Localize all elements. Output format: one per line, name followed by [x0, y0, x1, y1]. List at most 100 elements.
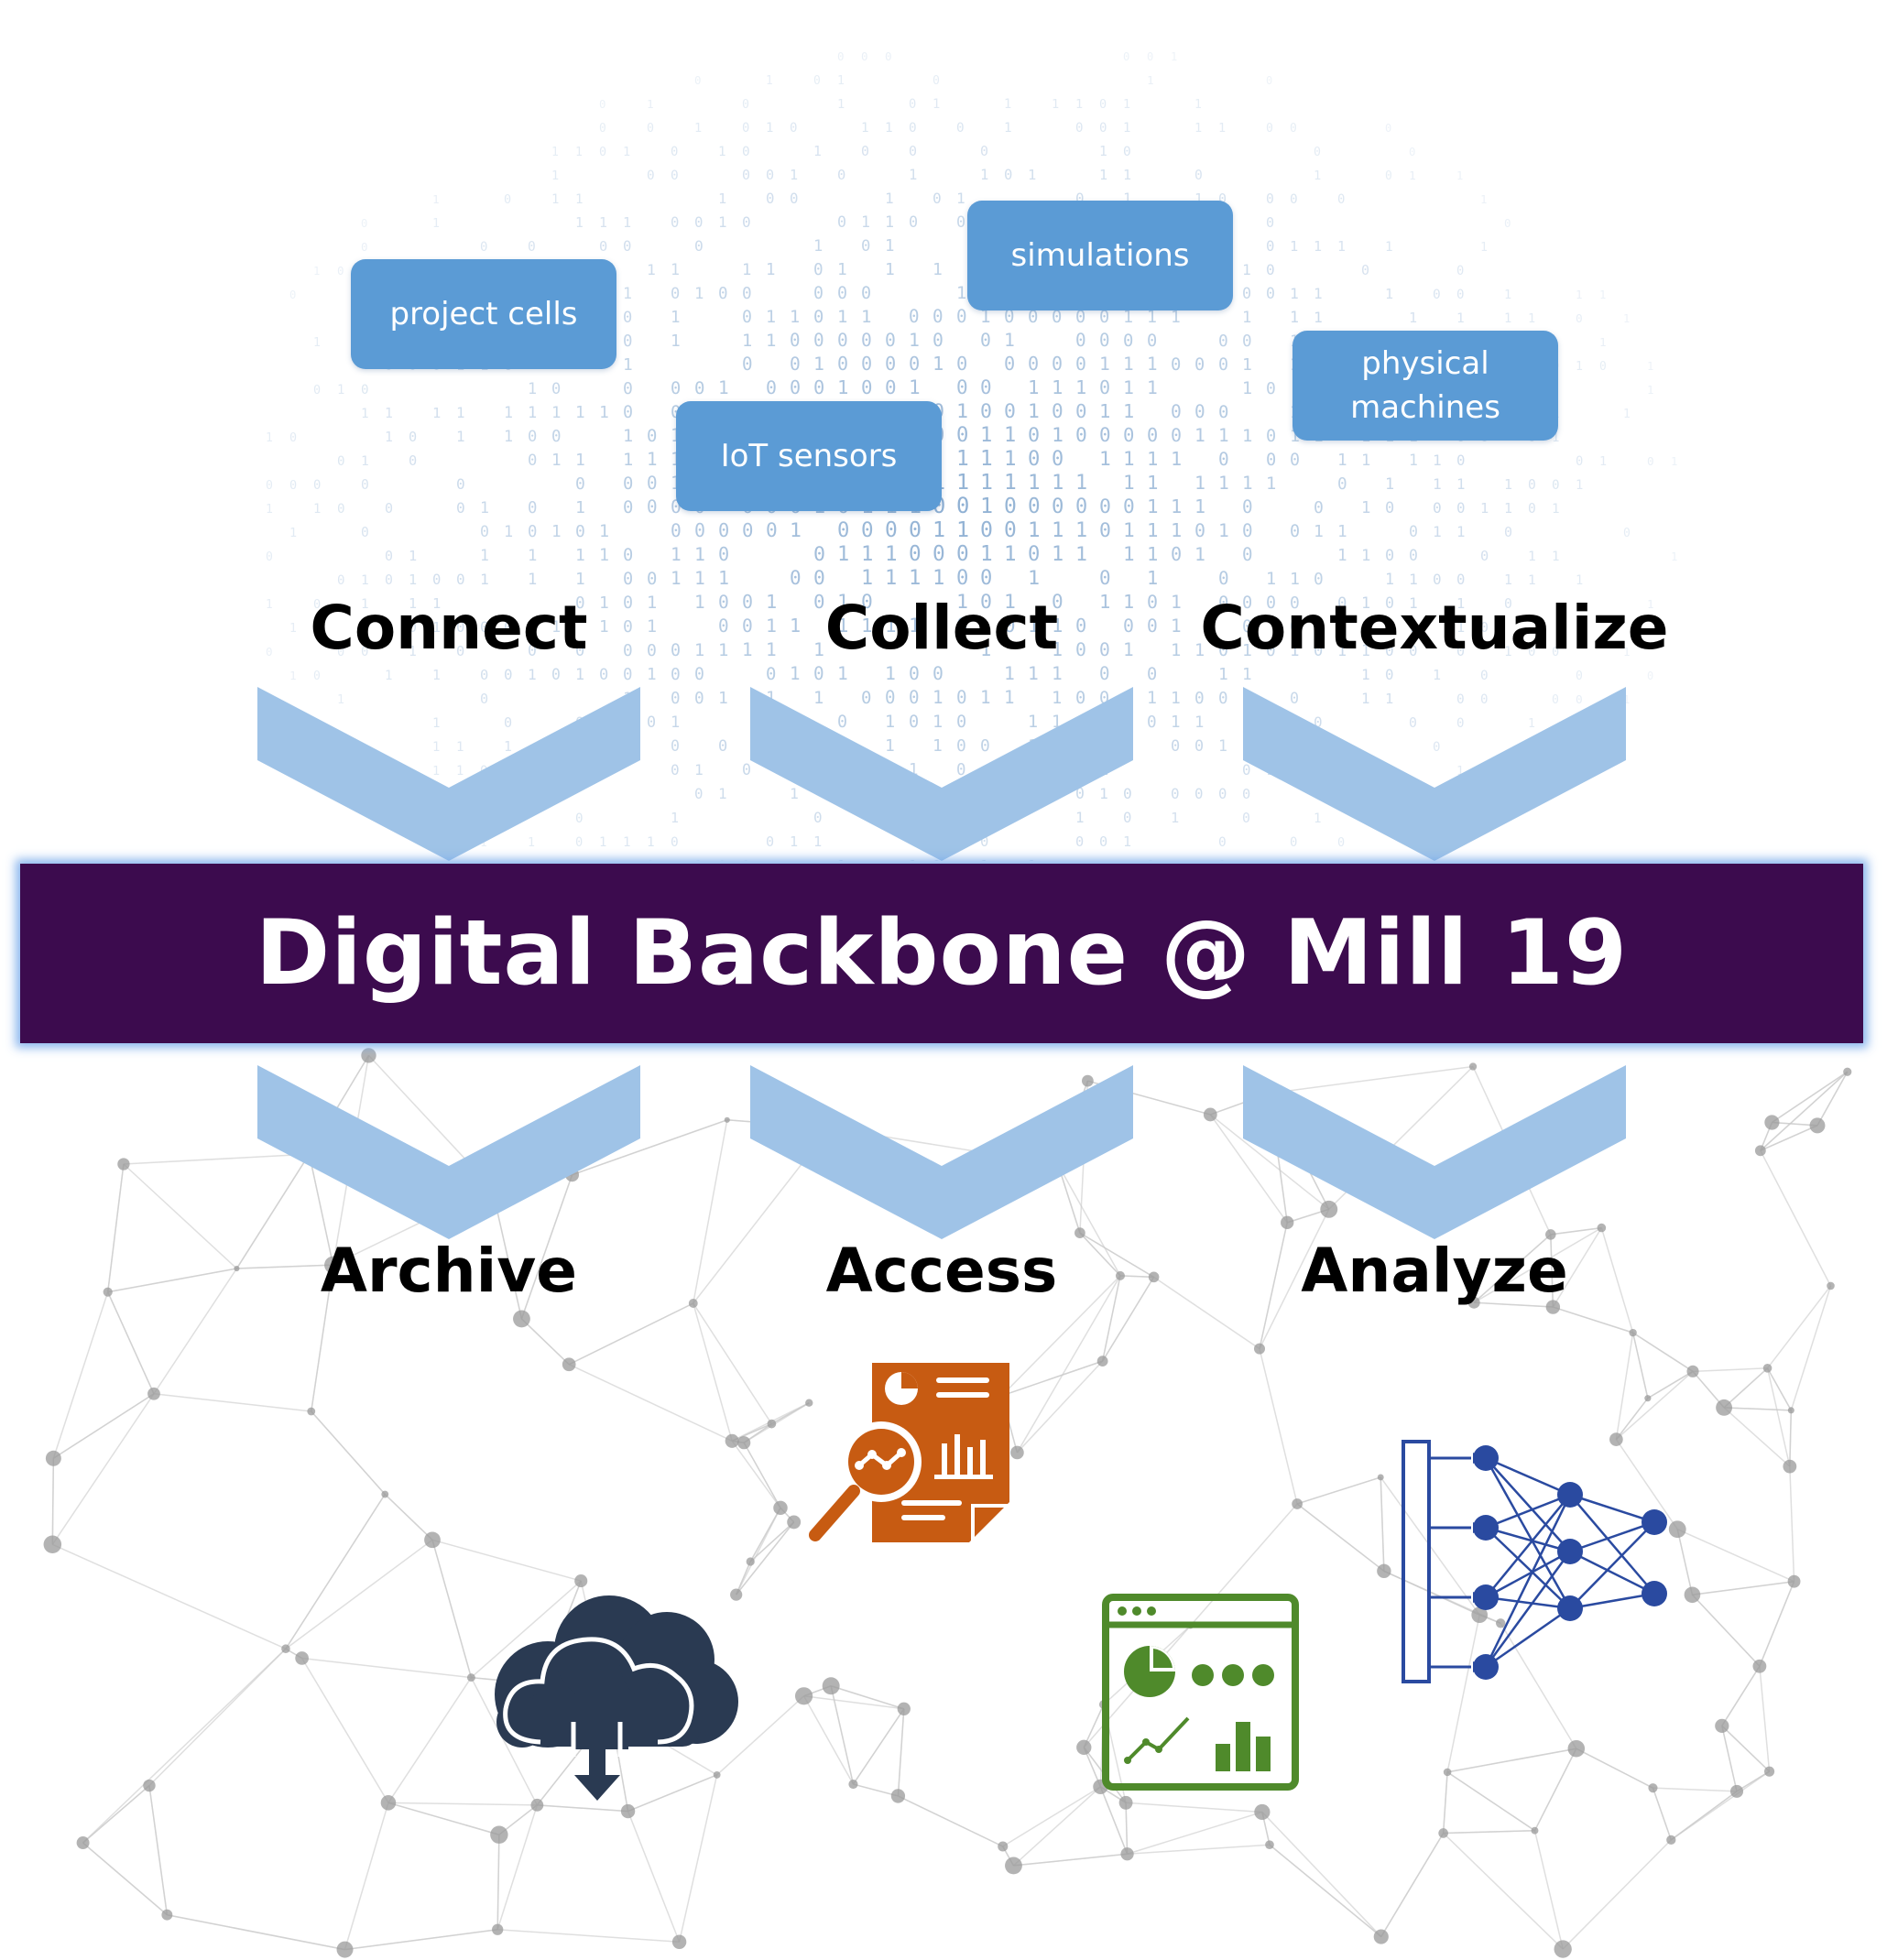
- binary-digit: 1: [361, 597, 369, 612]
- binary-digit: 0: [813, 663, 824, 684]
- binary-digit: 0: [980, 143, 988, 159]
- binary-digit: 1: [1314, 285, 1323, 302]
- binary-digit: 1: [909, 376, 921, 398]
- binary-digit: 0: [790, 354, 801, 375]
- cloud-download-icon: [495, 1595, 738, 1801]
- binary-digit: 0: [1052, 307, 1062, 327]
- binary-digit: 1: [694, 592, 705, 613]
- binary-digit: 1: [1504, 311, 1511, 326]
- binary-digit: 0: [1433, 499, 1442, 517]
- network-edge: [1383, 1570, 1480, 1616]
- binary-digit: 0: [1385, 618, 1394, 636]
- binary-digit: 1: [1480, 500, 1489, 517]
- binary-digit: 1: [885, 567, 897, 590]
- binary-digit: 1: [1337, 618, 1347, 637]
- binary-digit: 0: [1147, 665, 1157, 684]
- binary-digit: 0: [718, 737, 727, 756]
- binary-digit: 0: [909, 306, 920, 327]
- network-edge: [497, 1928, 680, 1943]
- binary-digit: 1: [1242, 309, 1251, 327]
- binary-digit: 0: [837, 213, 846, 231]
- network-edge: [1771, 1071, 1849, 1124]
- binary-digit: 1: [1623, 408, 1631, 421]
- binary-digit: 1: [1337, 523, 1347, 541]
- binary-digit: 0: [1337, 192, 1345, 207]
- network-node: [1764, 1115, 1780, 1130]
- network-edge: [1600, 1227, 1634, 1334]
- network-node: [713, 1770, 721, 1779]
- binary-digit: 0: [266, 645, 273, 659]
- binary-digit: 1: [861, 121, 869, 136]
- binary-digit: 0: [1147, 50, 1153, 63]
- binary-digit: 1: [1385, 286, 1393, 302]
- binary-digit: 0: [671, 761, 680, 779]
- network-edge: [1013, 1853, 1128, 1867]
- binary-digit: 0: [266, 550, 273, 564]
- binary-digit: 0: [409, 429, 417, 445]
- binary-digit: 1: [813, 144, 822, 159]
- network-edge: [1615, 1398, 1649, 1441]
- neural-edge: [1484, 1457, 1572, 1609]
- network-edge: [1002, 1786, 1101, 1847]
- binary-digit: 0: [1028, 447, 1040, 471]
- binary-digit: 0: [1290, 122, 1297, 136]
- binary-digit: 0: [623, 666, 632, 684]
- network-node: [998, 1841, 1009, 1852]
- network-node: [1629, 1328, 1637, 1337]
- binary-digit: 0: [528, 452, 537, 470]
- binary-digit: 1: [1123, 377, 1134, 398]
- binary-digit: 1: [409, 644, 417, 659]
- binary-digit: 1: [1456, 475, 1466, 493]
- binary-digit: 0: [1480, 692, 1489, 707]
- binary-digit: 0: [1242, 545, 1253, 565]
- neural-edge: [1569, 1493, 1655, 1524]
- neural-edge: [1485, 1526, 1571, 1553]
- binary-digit: 1: [837, 590, 849, 613]
- binary-digit: 0: [718, 519, 729, 541]
- network-edge: [1380, 1476, 1385, 1572]
- network-edge: [852, 1708, 905, 1785]
- binary-digit: 1: [1266, 859, 1273, 861]
- binary-digit: 1: [742, 261, 751, 279]
- network-node: [1377, 1474, 1384, 1481]
- binary-digit: 1: [671, 568, 682, 589]
- network-edge: [470, 1580, 582, 1679]
- network-edge: [1550, 1226, 1602, 1236]
- network-edge: [1443, 1829, 1535, 1835]
- binary-digit: 1: [933, 260, 943, 279]
- binary-digit: 1: [718, 567, 729, 589]
- binary-digit: 0: [671, 214, 679, 231]
- neural-node: [1642, 1581, 1667, 1606]
- network-edge: [1153, 1276, 1260, 1350]
- network-node: [794, 1687, 813, 1705]
- binary-digit: 0: [742, 519, 753, 541]
- binary-digit: 1: [671, 261, 680, 278]
- binary-digit: 0: [766, 518, 778, 541]
- binary-digit: 0: [1433, 571, 1442, 588]
- binary-digit: 1: [575, 570, 585, 589]
- binary-digit: 1: [432, 668, 441, 683]
- network-edge: [51, 1458, 55, 1545]
- network-node: [1373, 1929, 1389, 1944]
- binary-digit: 1: [790, 308, 800, 327]
- binary-digit: 1: [575, 215, 584, 231]
- binary-digit: 1: [599, 618, 609, 637]
- network-edge: [1766, 1285, 1832, 1369]
- binary-digit: 1: [1314, 811, 1322, 826]
- binary-digit: 1: [1433, 452, 1442, 469]
- step-archive-label: Archive: [320, 1236, 578, 1306]
- binary-digit: 1: [1194, 641, 1205, 660]
- binary-digit: 0: [1290, 522, 1300, 541]
- binary-digit: 1: [1123, 543, 1135, 565]
- binary-digit: 1: [1194, 191, 1203, 207]
- binary-digit: 1: [1576, 288, 1583, 301]
- binary-digit: 1: [1194, 121, 1202, 136]
- binary-digit: 0: [1290, 192, 1298, 207]
- binary-digit: 0: [742, 308, 752, 327]
- binary-digit: 0: [813, 308, 824, 327]
- network-node: [746, 1557, 755, 1566]
- binary-digit: 0: [456, 475, 465, 493]
- network-node: [103, 1287, 113, 1297]
- binary-digit: 1: [1099, 448, 1111, 471]
- binary-digit: 1: [1456, 311, 1465, 326]
